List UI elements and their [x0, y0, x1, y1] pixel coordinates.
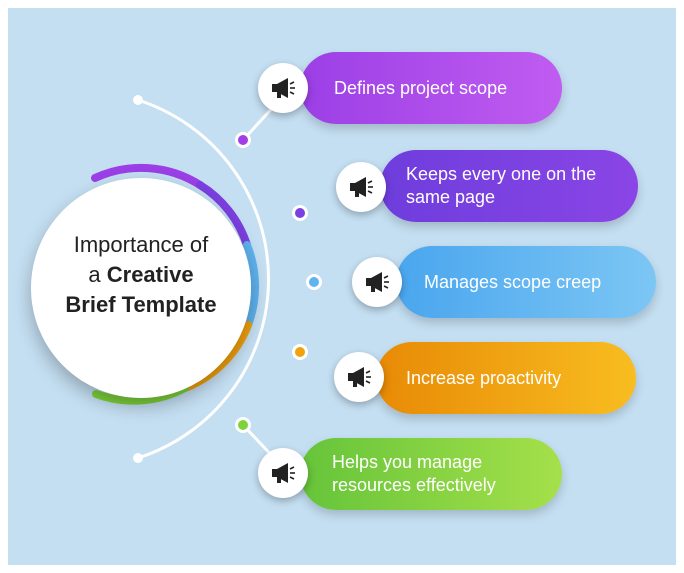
title-line-2-prefix: a — [88, 262, 107, 287]
item-label: Helps you manage resources effectively — [332, 452, 496, 495]
item-manages-scope-creep: Manages scope creep — [396, 246, 656, 318]
item-helps-manage-resources: Helps you manage resources effectively — [300, 438, 562, 510]
megaphone-icon — [352, 257, 402, 307]
megaphone-icon — [334, 352, 384, 402]
center-title: Importance of a Creative Brief Template — [31, 230, 251, 320]
title-line-3-bold: Brief Template — [65, 292, 217, 317]
item-increase-proactivity: Increase proactivity — [376, 342, 636, 414]
item-keeps-everyone-same-page: Keeps every one on the same page — [380, 150, 638, 222]
item-label: Keeps every one on the same page — [406, 164, 597, 207]
title-line-1: Importance of — [73, 232, 209, 257]
center-circle — [31, 178, 251, 398]
megaphone-icon — [258, 448, 308, 498]
megaphone-icon — [258, 63, 308, 113]
megaphone-icon — [336, 162, 386, 212]
item-label: Defines project scope — [334, 77, 508, 98]
item-defines-project-scope: Defines project scope — [300, 52, 562, 124]
item-label: Increase proactivity — [406, 367, 562, 388]
item-label: Manages scope creep — [424, 271, 602, 292]
title-line-2-bold: Creative — [106, 262, 194, 287]
